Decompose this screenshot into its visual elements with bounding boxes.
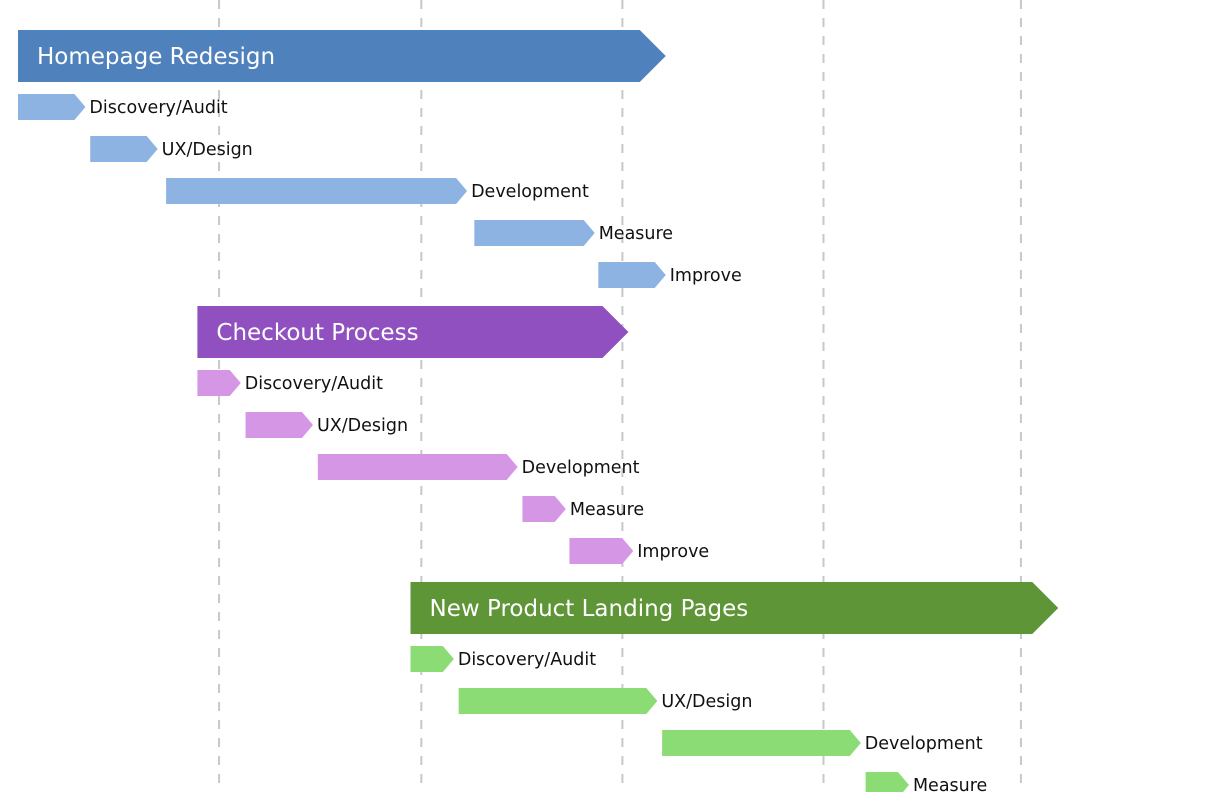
task-bar — [569, 538, 634, 564]
task-label: Development — [865, 734, 983, 754]
task-label: Discovery/Audit — [245, 374, 383, 394]
project-bar — [197, 306, 629, 358]
task-bar — [410, 646, 454, 672]
project-label: New Product Landing Pages — [430, 596, 749, 622]
task-label: UX/Design — [162, 140, 253, 160]
task-label: Discovery/Audit — [458, 650, 596, 670]
task-bar — [245, 412, 313, 438]
task-label: Measure — [599, 224, 673, 244]
grid-lines — [218, 0, 1022, 792]
task-bar — [522, 496, 566, 522]
project-group-2: Checkout ProcessDiscovery/AuditUX/Design… — [197, 306, 709, 564]
task-bar — [865, 772, 909, 792]
task-label: Improve — [670, 266, 742, 286]
project-group-1: Homepage RedesignDiscovery/AuditUX/Desig… — [18, 30, 742, 288]
task-bar — [90, 136, 158, 162]
task-label: Measure — [913, 776, 987, 792]
task-bar — [598, 262, 666, 288]
task-bar — [317, 454, 518, 480]
task-bar — [474, 220, 595, 246]
task-bar — [458, 688, 658, 714]
task-bar — [197, 370, 241, 396]
project-group-3: New Product Landing PagesDiscovery/Audit… — [410, 582, 1059, 792]
task-bar — [662, 730, 861, 756]
task-label: UX/Design — [317, 416, 408, 436]
task-label: Measure — [570, 500, 644, 520]
task-bar — [18, 94, 86, 120]
gantt-bars: Homepage RedesignDiscovery/AuditUX/Desig… — [18, 30, 1059, 792]
task-label: Development — [471, 182, 589, 202]
project-label: Homepage Redesign — [37, 44, 275, 70]
task-label: Discovery/Audit — [89, 98, 227, 118]
project-bar — [410, 582, 1059, 634]
project-label: Checkout Process — [216, 320, 418, 346]
task-bar — [166, 178, 468, 204]
project-bar — [18, 30, 666, 82]
task-label: UX/Design — [661, 692, 752, 712]
task-label: Improve — [637, 542, 709, 562]
task-label: Development — [522, 458, 640, 478]
